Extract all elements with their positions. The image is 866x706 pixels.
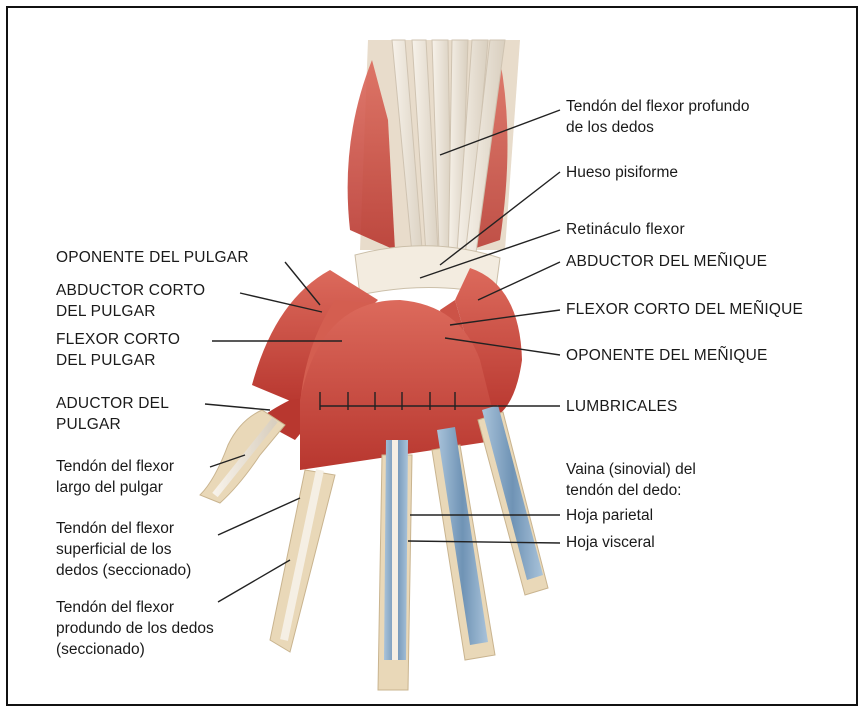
label-abductor-corto-pulgar: ABDUCTOR CORTO DEL PULGAR xyxy=(56,280,205,322)
label-tendon-flexor-profundo-seccionado: Tendón del flexor produndo de los dedos … xyxy=(56,597,214,660)
label-hoja-visceral: Hoja visceral xyxy=(566,532,655,553)
label-flexor-corto-menique: FLEXOR CORTO DEL MEÑIQUE xyxy=(566,299,803,320)
label-retinaculo-flexor: Retináculo flexor xyxy=(566,219,685,240)
label-hoja-parietal: Hoja parietal xyxy=(566,505,653,526)
label-flexor-corto-pulgar: FLEXOR CORTO DEL PULGAR xyxy=(56,329,180,371)
label-hueso-pisiforme: Hueso pisiforme xyxy=(566,162,678,183)
label-abductor-menique: ABDUCTOR DEL MEÑIQUE xyxy=(566,251,767,272)
label-lumbricales: LUMBRICALES xyxy=(566,396,678,417)
label-oponente-pulgar: OPONENTE DEL PULGAR xyxy=(56,247,249,268)
label-vaina-sinovial: Vaina (sinovial) del tendón del dedo: xyxy=(566,459,696,501)
label-tendon-flexor-profundo: Tendón del flexor profundo de los dedos xyxy=(566,96,750,138)
label-tendon-flexor-superficial: Tendón del flexor superficial de los ded… xyxy=(56,518,191,581)
label-oponente-menique: OPONENTE DEL MEÑIQUE xyxy=(566,345,768,366)
label-aductor-pulgar: ADUCTOR DEL PULGAR xyxy=(56,393,169,435)
label-tendon-flexor-largo-pulgar: Tendón del flexor largo del pulgar xyxy=(56,456,174,498)
